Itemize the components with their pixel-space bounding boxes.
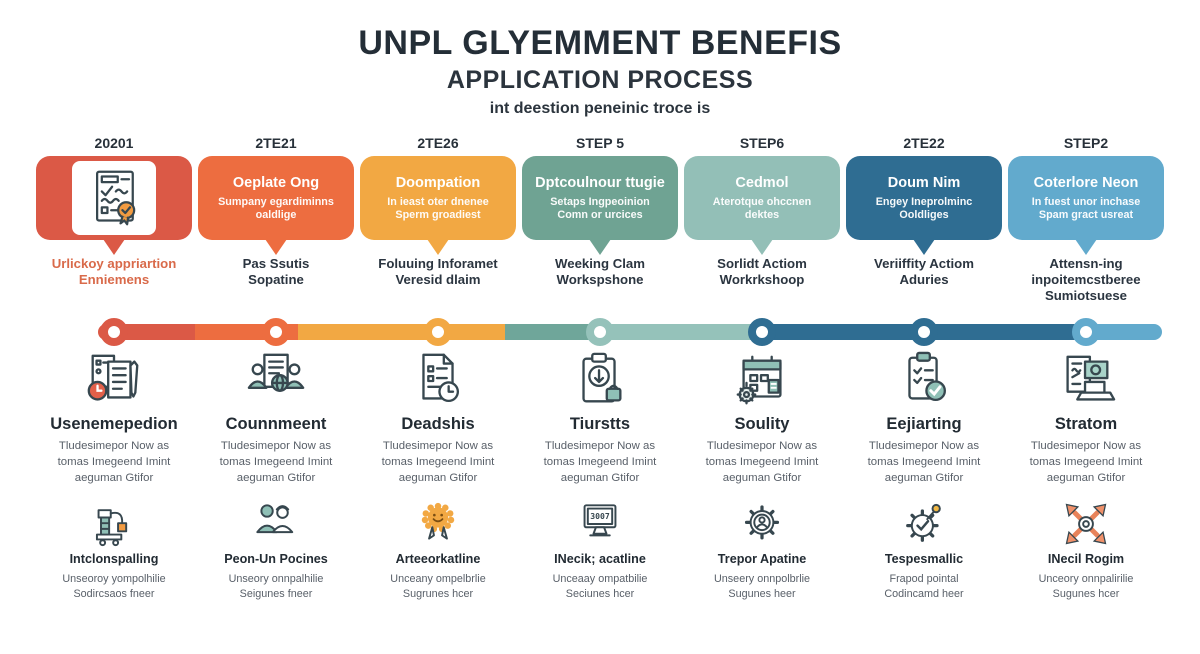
bottom-description: Unceany ompelbrlie Sugrunes hcer <box>390 573 486 600</box>
process-column: 2TE26 Doompation In ieast oter dnenee Sp… <box>360 134 516 601</box>
mid-title: Tiurstts <box>569 415 631 433</box>
phase-label: Sorlidt Actiom Workrkshoop <box>717 256 807 287</box>
bottom-title: Peon-Un Pocines <box>224 552 328 566</box>
gear-check-icon <box>898 498 950 550</box>
page-tagline: int deestion peneinic troce is <box>489 100 711 117</box>
process-column: 2TE21 Oeplate Ong Sumpany egardiminns oa… <box>198 134 354 601</box>
clipboard-search-icon <box>569 350 631 412</box>
page-title: UNPL GLYEMMENT BENEFIS <box>358 24 842 62</box>
assembly-machine-icon <box>88 498 140 550</box>
mid-description: Tludesimepor Now as tomas Imegeend Imint… <box>705 440 819 484</box>
bottom-description: Unseory onnpalhilie Seigunes fneer <box>228 573 324 600</box>
step-bubble: Cedmol Aterotque ohccnen dektes <box>684 156 840 240</box>
step-label: STEP 5 <box>576 135 624 151</box>
step-label: 20201 <box>94 135 134 151</box>
bubble-subtitle: Engey Ineprolminc Ooldliges <box>875 195 973 222</box>
bottom-description: Frapod pointal Codincamd heer <box>884 573 964 600</box>
svg-text:3007: 3007 <box>590 511 610 521</box>
process-column: STEP6 Cedmol Aterotque ohccnen dektes So… <box>684 134 840 601</box>
bubble-title: Dptcoulnour ttugie <box>535 174 665 191</box>
gear-person-icon <box>736 498 788 550</box>
bottom-description: Unceory onnpalirilie Sugunes hcer <box>1038 573 1134 600</box>
bubble-subtitle: In fuest unor inchase Spam gract usreat <box>1031 195 1141 222</box>
award-smiley-icon <box>412 498 464 550</box>
bottom-description: Unseoroy yompolhilie Sodircsaos fneer <box>62 573 166 600</box>
bubble-title: Oeplate Ong <box>232 174 320 191</box>
phase-label: Weeking Clam Workspshone <box>555 256 645 287</box>
certificate-document-icon <box>72 161 156 235</box>
phase-label: Pas Ssutis Sopatine <box>242 256 310 287</box>
step-bubble: Coterlore Neon In fuest unor inchase Spa… <box>1008 156 1164 240</box>
mid-description: Tludesimepor Now as tomas Imegeend Imint… <box>1029 440 1143 484</box>
step-label: 2TE26 <box>417 135 459 151</box>
header: UNPL GLYEMMENT BENEFIS APPLICATION PROCE… <box>0 0 1200 122</box>
process-column: STEP2 Coterlore Neon In fuest unor incha… <box>1008 134 1164 601</box>
mid-title: Stratom <box>1054 415 1118 433</box>
step-bubble: Oeplate Ong Sumpany egardiminns oaldlige <box>198 156 354 240</box>
bottom-title: Trepor Apatine <box>717 552 807 566</box>
mid-description: Tludesimepor Now as tomas Imegeend Imint… <box>543 440 657 484</box>
step-bubble: Doompation In ieast oter dnenee Sperm gr… <box>360 156 516 240</box>
mid-title: Counnmeent <box>225 415 327 433</box>
bubble-subtitle: Setaps Ingpeoinion Comn or urcices <box>550 195 650 222</box>
people-document-icon <box>245 350 307 412</box>
bottom-title: Tespesmallic <box>884 552 964 566</box>
document-clock-icon <box>407 350 469 412</box>
step-bubble: Dptcoulnour ttugie Setaps Ingpeoinion Co… <box>522 156 678 240</box>
step-label: 2TE21 <box>255 135 297 151</box>
bottom-title: Arteeorkatline <box>395 552 481 566</box>
phase-label: Attensn-ing inpoitemcstberee Sumiotsuese <box>1031 256 1141 303</box>
mid-description: Tludesimepor Now as tomas Imegeend Imint… <box>219 440 333 484</box>
mid-description: Tludesimepor Now as tomas Imegeend Imint… <box>381 440 495 484</box>
phase-label: Veriiffity Actiom Aduries <box>874 256 974 287</box>
document-money-icon <box>1055 350 1117 412</box>
step-label: STEP2 <box>1063 135 1109 151</box>
process-column: 20201 Urlickoy appriartion Enniemens Use… <box>36 134 192 601</box>
people-pair-icon <box>250 498 302 550</box>
process-column: STEP 5 Dptcoulnour ttugie Setaps Ingpeoi… <box>522 134 678 601</box>
mid-title: Soulity <box>734 415 790 433</box>
bubble-title: Cedmol <box>735 174 789 191</box>
page-subtitle: APPLICATION PROCESS <box>446 66 754 94</box>
bottom-description: Unceaay ompatbilie Seciunes hcer <box>552 573 648 600</box>
bubble-title: Doum Nim <box>887 174 961 191</box>
process-column: 2TE22 Doum Nim Engey Ineprolminc Ooldlig… <box>846 134 1002 601</box>
phase-label: Foluuing Inforamet Veresid dlaim <box>378 256 498 287</box>
mid-title: Eejiarting <box>886 415 962 433</box>
calendar-gear-icon <box>731 350 793 412</box>
step-bubble: Doum Nim Engey Ineprolminc Ooldliges <box>846 156 1002 240</box>
bubble-subtitle: In ieast oter dnenee Sperm groadiest <box>387 195 489 222</box>
phase-label: Urlickoy appriartion Enniemens <box>51 256 177 287</box>
mid-description: Tludesimepor Now as tomas Imegeend Imint… <box>867 440 981 484</box>
bottom-description: Unseery onnpolbrlie Sugunes heer <box>713 573 811 600</box>
checklist-clock-icon <box>83 350 145 412</box>
mid-title: Usenemepedion <box>50 415 178 433</box>
crossed-tools-icon <box>1060 498 1112 550</box>
bubble-title: Coterlore Neon <box>1033 174 1139 191</box>
computer-monitor-icon: 3007 <box>574 498 626 550</box>
mid-title: Deadshis <box>401 415 475 433</box>
bottom-title: Intclonspalling <box>69 552 159 566</box>
step-label: 2TE22 <box>903 135 945 151</box>
mid-description: Tludesimepor Now as tomas Imegeend Imint… <box>57 440 171 484</box>
process-columns: 20201 Urlickoy appriartion Enniemens Use… <box>0 134 1200 601</box>
bubble-subtitle: Aterotque ohccnen dektes <box>712 195 812 222</box>
step-label: STEP6 <box>739 135 785 151</box>
bubble-title: Doompation <box>395 174 481 191</box>
clipboard-check-icon <box>893 350 955 412</box>
bottom-title: INecil Rogim <box>1047 552 1125 566</box>
bubble-subtitle: Sumpany egardiminns oaldlige <box>218 195 334 222</box>
step-bubble <box>36 156 192 240</box>
bottom-title: INecik; acatline <box>554 552 646 566</box>
